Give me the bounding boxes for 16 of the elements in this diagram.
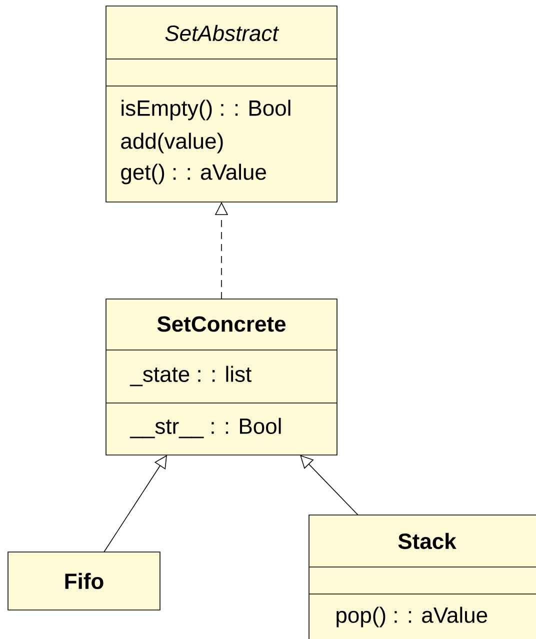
class-box [106, 298, 338, 456]
inheritance-arrow [104, 455, 167, 552]
class-name: Stack [398, 532, 456, 550]
class-box [106, 6, 338, 202]
attribute-text: _state : : list [130, 366, 252, 386]
method-text: isEmpty() : : Bool [122, 100, 290, 120]
class-name: SetConcrete [157, 316, 286, 332]
class-box [8, 552, 160, 610]
class-name: Fifo [65, 572, 104, 590]
class-box [308, 514, 536, 639]
method-text: get() : : aValue [121, 164, 266, 184]
class-name: SetAbstract [165, 24, 280, 42]
inheritance-arrow [300, 455, 358, 516]
method-text: __str__ : : Bool [130, 418, 281, 438]
method-text: pop() : : aValue [336, 606, 488, 628]
method-text: add(value) [121, 132, 223, 154]
